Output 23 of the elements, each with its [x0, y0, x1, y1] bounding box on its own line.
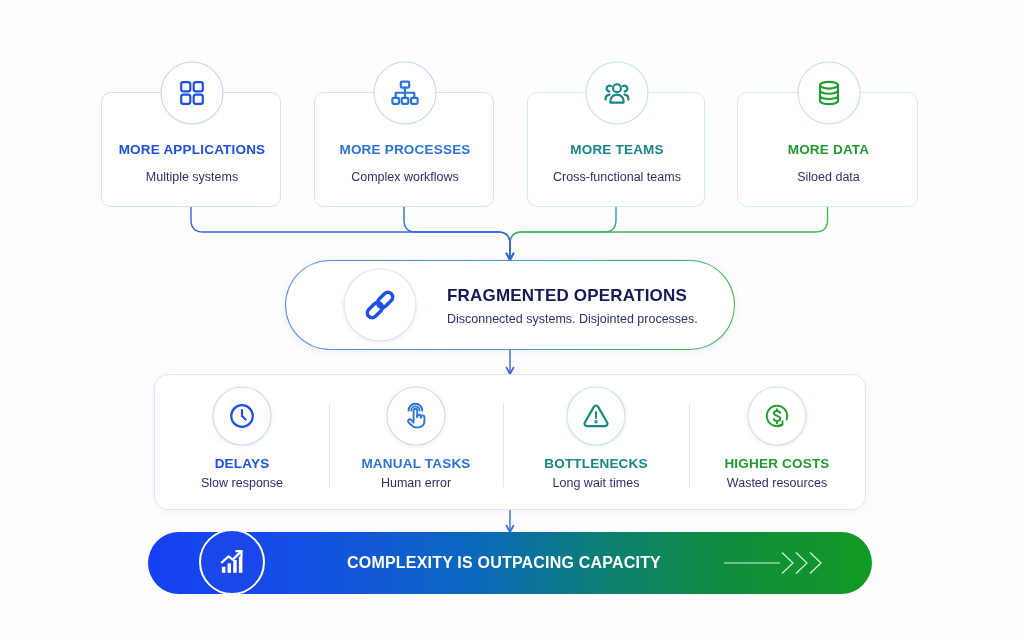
- effect-description: Long wait times: [552, 475, 640, 491]
- card-description: Siloed data: [797, 169, 860, 185]
- card-heading: MORE PROCESSES: [339, 142, 471, 158]
- card-heading: MORE TEAMS: [570, 142, 664, 158]
- card-description: Complex workflows: [351, 169, 459, 185]
- effect-heading: MANUAL TASKS: [361, 456, 471, 472]
- effect-heading: BOTTLENECKS: [544, 456, 648, 472]
- banner-heading: COMPLEXITY IS OUTPACING CAPACITY: [347, 553, 661, 573]
- effect-description: Slow response: [201, 475, 283, 491]
- arrow: [505, 349, 515, 375]
- effects-panel: [154, 374, 866, 510]
- arrow: [505, 509, 515, 533]
- effect-heading: DELAYS: [214, 456, 270, 472]
- summary-heading: FRAGMENTED OPERATIONS: [447, 286, 687, 306]
- effect-heading: HIGHER COSTS: [724, 456, 830, 472]
- summary-description: Disconnected systems. Disjointed processes.: [447, 311, 698, 327]
- arrow: [403, 206, 515, 261]
- card-description: Multiple systems: [145, 169, 239, 185]
- card-description: Cross-functional teams: [553, 169, 681, 185]
- effect-description: Wasted resources: [726, 475, 828, 491]
- card-heading: MORE DATA: [787, 142, 870, 158]
- effect-description: Human error: [380, 475, 452, 491]
- card-heading: MORE APPLICATIONS: [118, 142, 266, 158]
